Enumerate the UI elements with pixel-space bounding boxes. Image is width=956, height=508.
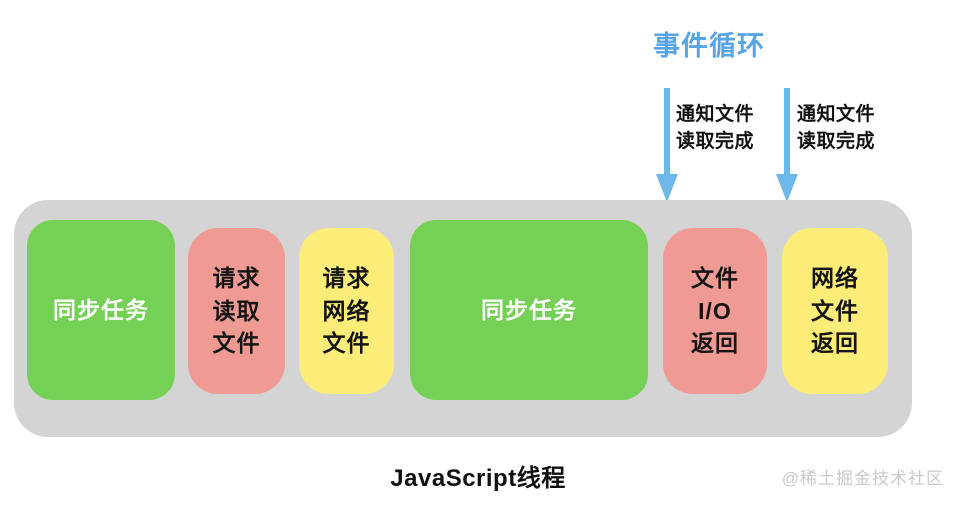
sync-task-1-label: 同步任务: [53, 296, 149, 323]
event-loop-title: 事件循环: [653, 31, 765, 61]
request-read-file: 请求读取文件: [188, 228, 285, 394]
event-loop-arrow-2-caption: 通知文件读取完成: [797, 104, 876, 152]
sync-task-2-label: 同步任务: [481, 296, 577, 323]
thread-caption: JavaScript线程: [0, 458, 956, 493]
sync-task-2: 同步任务: [410, 220, 648, 400]
thread-caption-label: JavaScript线程: [390, 465, 566, 492]
event-loop-arrow-1-caption: 通知文件读取完成: [676, 104, 755, 152]
event-loop-arrow-2: [775, 88, 799, 203]
event-loop-arrow-1: [655, 88, 679, 203]
sync-task-1: 同步任务: [27, 220, 175, 400]
watermark: @稀土掘金技术社区: [781, 469, 944, 488]
request-network-file: 请求网络文件: [299, 228, 394, 394]
network-file-return: 网络文件返回: [782, 228, 888, 394]
request-network-file-label: 请求网络文件: [322, 265, 371, 357]
network-file-return-label: 网络文件返回: [811, 265, 859, 357]
request-read-file-label: 请求读取文件: [212, 265, 261, 357]
